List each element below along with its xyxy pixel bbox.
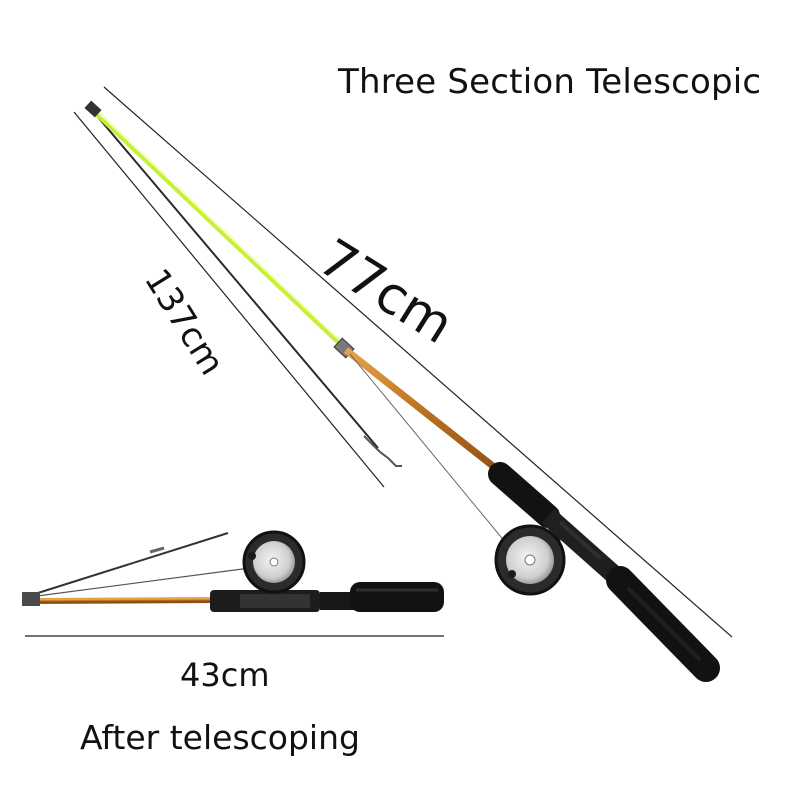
fishing-reel-collapsed-icon: [242, 530, 306, 594]
dimension-lines: [25, 86, 733, 638]
fishing-rod-collapsed-icon: [21, 530, 444, 612]
fishing-reel-icon: [494, 524, 566, 596]
collapsed-length-label: 43cm: [180, 656, 270, 694]
after-telescoping-caption: After telescoping: [80, 718, 360, 757]
dimension-line-137: [73, 111, 385, 488]
title-label: Three Section Telescopic: [338, 62, 762, 102]
dimension-line-77: [103, 86, 733, 638]
fishing-rod-extended-icon: [84, 100, 720, 682]
